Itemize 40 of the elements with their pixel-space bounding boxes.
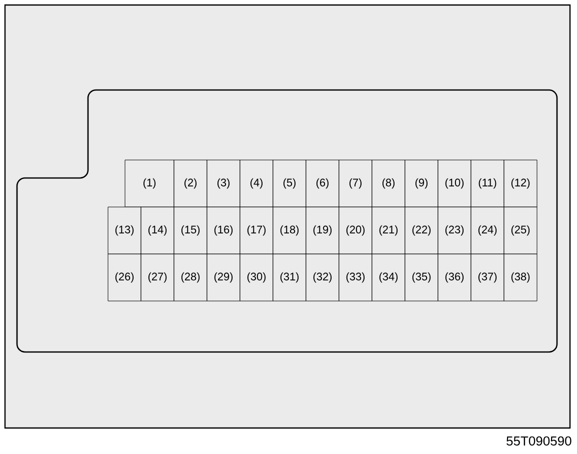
fuse-cell: (30) bbox=[240, 254, 274, 302]
fuse-cell: (36) bbox=[438, 254, 472, 302]
fuse-cell: (24) bbox=[470, 206, 504, 254]
fuse-cell: (18) bbox=[272, 206, 306, 254]
fuse-cell: (5) bbox=[272, 160, 306, 208]
fuse-cell: (4) bbox=[240, 160, 274, 208]
fuse-cell: (8) bbox=[372, 160, 406, 208]
fuse-cell: (13) bbox=[108, 206, 142, 254]
fuse-cell: (34) bbox=[372, 254, 406, 302]
fuse-cell: (31) bbox=[272, 254, 306, 302]
figure-code: 55T090590 bbox=[506, 436, 572, 446]
fuse-cell: (25) bbox=[504, 206, 538, 254]
fuse-cell: (26) bbox=[108, 254, 142, 302]
fuse-cell: (16) bbox=[206, 206, 240, 254]
fuse-cell: (2) bbox=[174, 160, 208, 208]
fuse-cell: (29) bbox=[206, 254, 240, 302]
fuse-cell: (37) bbox=[470, 254, 504, 302]
fuse-cell: (28) bbox=[174, 254, 208, 302]
fuse-cell: (23) bbox=[438, 206, 472, 254]
fuse-cell: (17) bbox=[240, 206, 274, 254]
fuse-box-outline bbox=[16, 89, 558, 353]
fuse-cell: (11) bbox=[470, 160, 504, 208]
fuse-cell: (21) bbox=[372, 206, 406, 254]
fuse-cell: (19) bbox=[306, 206, 340, 254]
fuse-cell: (7) bbox=[338, 160, 372, 208]
fuse-cell: (38) bbox=[504, 254, 538, 302]
fuse-cell: (22) bbox=[404, 206, 438, 254]
fuse-cell: (10) bbox=[438, 160, 472, 208]
fuse-cell: (33) bbox=[338, 254, 372, 302]
fuse-cell: (3) bbox=[206, 160, 240, 208]
fuse-cell: (1) bbox=[124, 160, 174, 208]
fuse-cell: (12) bbox=[504, 160, 538, 208]
fuse-cell: (27) bbox=[140, 254, 174, 302]
fuse-cell: (14) bbox=[140, 206, 174, 254]
fuse-cell: (6) bbox=[306, 160, 340, 208]
fuse-cell: (9) bbox=[404, 160, 438, 208]
fuse-cell: (20) bbox=[338, 206, 372, 254]
fuse-cell: (32) bbox=[306, 254, 340, 302]
fuse-cell: (35) bbox=[404, 254, 438, 302]
fuse-cell: (15) bbox=[174, 206, 208, 254]
